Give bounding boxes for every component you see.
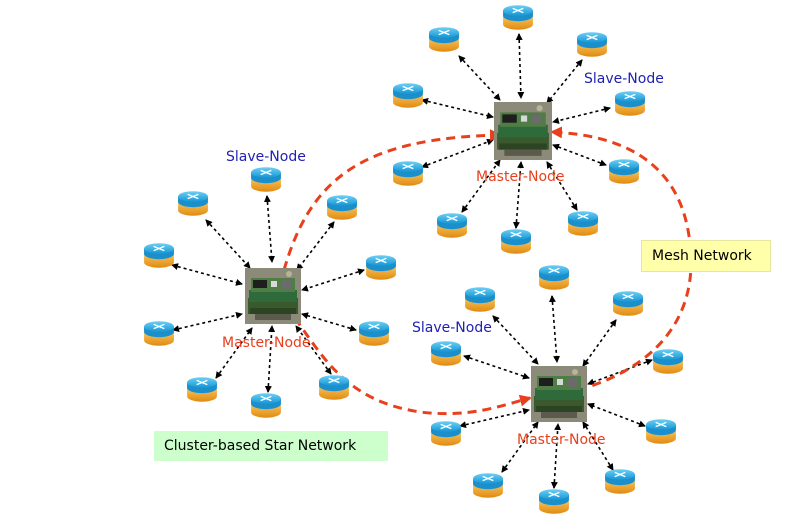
router-icon (604, 468, 636, 495)
router-icon (608, 158, 640, 185)
mesh-link-left-to-right (284, 305, 532, 416)
master-node-label-left: Master-Node (222, 335, 311, 351)
star-link (587, 358, 653, 386)
router-icon (430, 420, 462, 447)
star-link (501, 421, 539, 473)
star-link (552, 143, 607, 167)
router-icon (250, 166, 282, 193)
router-icon (365, 254, 397, 281)
router-icon (500, 228, 532, 255)
star-link (515, 33, 525, 99)
mesh-link-right-to-top (550, 126, 693, 392)
star-link (421, 97, 494, 120)
router-icon (538, 488, 570, 515)
router-icon (652, 348, 684, 375)
star-link (215, 327, 253, 379)
mesh-link-left-to-top (282, 129, 502, 271)
star-link (492, 315, 539, 365)
star-network-label: Cluster-based Star Network (154, 431, 388, 461)
star-link (205, 219, 251, 269)
router-icon (186, 376, 218, 403)
router-icon (472, 472, 504, 499)
master-node-left (245, 268, 301, 324)
router-icon (614, 90, 646, 117)
star-link (546, 59, 583, 104)
star-link (263, 195, 276, 263)
mesh-network-label: Mesh Network (641, 240, 771, 272)
slave-node-label-left: Slave-Node (226, 149, 306, 165)
star-link (296, 221, 335, 271)
router-icon (143, 242, 175, 269)
router-icon (538, 264, 570, 291)
router-icon (436, 212, 468, 239)
star-link (461, 159, 501, 213)
star-link (582, 319, 617, 367)
slave-node-label-top: Slave-Node (584, 71, 664, 87)
star-link (171, 263, 243, 286)
star-link (172, 311, 243, 333)
router-icon (326, 194, 358, 221)
router-icon (645, 418, 677, 445)
router-icon (177, 190, 209, 217)
router-icon (428, 26, 460, 53)
star-links (171, 33, 653, 489)
star-link (301, 268, 365, 292)
star-link (587, 402, 646, 428)
star-link (458, 55, 501, 101)
star-link (512, 161, 525, 229)
master-node-top (494, 102, 552, 160)
slave-node-label-right: Slave-Node (412, 320, 492, 336)
master-node-label-top: Master-Node (476, 169, 565, 185)
sensor-board-icon (531, 366, 587, 422)
router-icon (318, 374, 350, 401)
star-link (552, 106, 611, 124)
star-link (295, 325, 332, 375)
star-link (264, 325, 276, 393)
master-node-label-right: Master-Node (517, 432, 606, 448)
star-link (463, 354, 530, 380)
router-icon (576, 31, 608, 58)
router-icon (567, 210, 599, 237)
sensor-board-icon (494, 102, 552, 160)
router-icon (392, 82, 424, 109)
router-icon (250, 392, 282, 419)
router-icon (358, 320, 390, 347)
router-icon (464, 286, 496, 313)
router-icon (392, 160, 424, 187)
star-link (548, 295, 561, 363)
router-icon (612, 290, 644, 317)
mesh-links (282, 126, 693, 416)
star-link (421, 138, 494, 169)
master-node-right (531, 366, 587, 422)
star-link (301, 312, 357, 332)
router-icon (143, 320, 175, 347)
sensor-board-icon (245, 268, 301, 324)
router-icon (430, 340, 462, 367)
star-link (550, 423, 562, 489)
router-icon (502, 4, 534, 31)
